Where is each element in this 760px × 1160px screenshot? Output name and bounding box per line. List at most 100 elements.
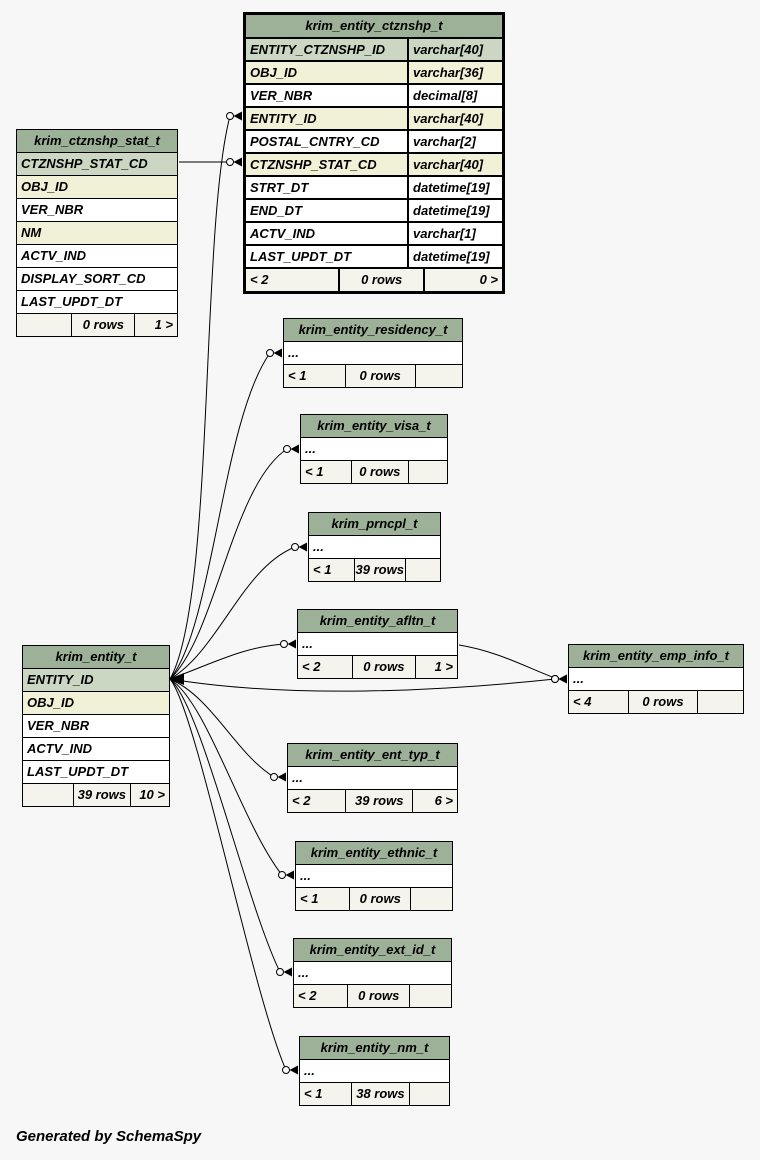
column-name: LAST_UPDT_DT xyxy=(27,764,129,779)
parents-count: < 2 xyxy=(292,793,311,808)
table-title[interactable]: krim_entity_emp_info_t xyxy=(569,645,743,668)
parents-count: < 2 xyxy=(302,659,321,674)
row-count: 38 rows xyxy=(350,1083,411,1105)
parents-count: < 1 xyxy=(313,562,332,577)
column-type: varchar[40] xyxy=(407,154,502,175)
table-title[interactable]: krim_entity_afltn_t xyxy=(298,610,457,633)
column-name: VER_NBR xyxy=(21,202,84,217)
parents-count: < 1 xyxy=(304,1086,323,1101)
column-name: POSTAL_CNTRY_CD xyxy=(250,134,380,149)
table-title[interactable]: krim_entity_ent_typ_t xyxy=(288,744,457,767)
column-name: ENTITY_ID xyxy=(27,672,94,687)
table-title[interactable]: krim_entity_ctznshp_t xyxy=(246,15,502,39)
nullable-circle-icon xyxy=(266,349,274,357)
fk-arrow-icon xyxy=(277,772,286,782)
nullable-circle-icon xyxy=(551,675,559,683)
column-type: varchar[2] xyxy=(407,131,502,152)
column-row-ellipsis: ... xyxy=(294,962,451,985)
nullable-circle-icon xyxy=(283,445,291,453)
children-count xyxy=(410,985,451,1007)
column-row-ellipsis: ... xyxy=(296,865,452,888)
column-row-postal_cntry_cd: POSTAL_CNTRY_CD varchar[2] xyxy=(246,131,502,154)
relationship-line-krim_entity_t.ENTITY_ID-to-krim_prncpl_t xyxy=(169,546,296,680)
parents-count: < 1 xyxy=(305,464,324,479)
children-count xyxy=(698,691,743,713)
column-name: ... xyxy=(292,770,303,785)
column-name: OBJ_ID xyxy=(27,695,74,710)
column-type: varchar[40] xyxy=(407,108,502,129)
nullable-circle-icon xyxy=(226,112,234,120)
table-title[interactable]: krim_entity_residency_t xyxy=(284,319,462,342)
nullable-circle-icon xyxy=(278,871,286,879)
relationship-line-krim_entity_t.ENTITY_ID-to-krim_entity_ethnic_t xyxy=(169,678,283,876)
row-count: 0 rows xyxy=(71,314,136,336)
table-title[interactable]: krim_entity_t xyxy=(23,646,169,669)
column-name: ... xyxy=(304,1063,315,1078)
table-title[interactable]: krim_prncpl_t xyxy=(309,513,440,536)
nullable-circle-icon xyxy=(270,773,278,781)
row-count: 0 rows xyxy=(349,888,412,910)
table-title[interactable]: krim_entity_ethnic_t xyxy=(296,842,452,865)
children-count: 0 > xyxy=(479,272,498,287)
column-row-entity_id: ENTITY_ID xyxy=(23,669,169,692)
column-name: DISPLAY_SORT_CD xyxy=(21,271,146,286)
parents-count xyxy=(23,784,73,806)
column-name: LAST_UPDT_DT xyxy=(250,249,352,264)
column-row-last_updt_dt: LAST_UPDT_DT xyxy=(17,291,177,314)
relationship-line-krim_entity_t.ENTITY_ID-to-krim_entity_visa_t xyxy=(169,448,288,680)
table-krim_entity_nm_t[interactable]: krim_entity_nm_t... < 1 38 rows xyxy=(299,1036,450,1106)
table-title[interactable]: krim_entity_ext_id_t xyxy=(294,939,451,962)
relationship-line-krim_entity_t.ENTITY_ID-to-krim_entity_ent_typ_t xyxy=(169,678,275,778)
fk-arrow-icon xyxy=(558,674,567,684)
column-name: ... xyxy=(300,868,311,883)
column-row-ellipsis: ... xyxy=(298,633,457,656)
nullable-circle-icon xyxy=(280,640,288,648)
fk-arrow-icon xyxy=(289,1065,298,1075)
column-row-actv_ind: ACTV_IND xyxy=(17,245,177,268)
table-krim_entity_ethnic_t[interactable]: krim_entity_ethnic_t... < 1 0 rows xyxy=(295,841,453,911)
relationship-line-krim_entity_t.ENTITY_ID-to-krim_entity_afltn_t xyxy=(169,643,285,680)
children-count: 10 > xyxy=(139,787,165,802)
parents-count: < 1 xyxy=(300,891,319,906)
relationship-line-krim_entity_t.ENTITY_ID-to-krim_entity_residency_t xyxy=(169,352,271,680)
table-title[interactable]: krim_entity_visa_t xyxy=(301,415,447,438)
column-type: varchar[1] xyxy=(407,223,502,244)
column-row-obj_id: OBJ_ID xyxy=(23,692,169,715)
relationship-line-krim_entity_t.ENTITY_ID-to-krim_entity_emp_info_t xyxy=(169,678,556,692)
parents-count: < 1 xyxy=(288,368,307,383)
children-count xyxy=(411,888,452,910)
fk-arrow-icon xyxy=(298,542,307,552)
table-title[interactable]: krim_entity_nm_t xyxy=(300,1037,449,1060)
fk-arrow-icon xyxy=(283,967,292,977)
children-count xyxy=(409,461,447,483)
relationship-line-krim_entity_t.ENTITY_ID-to-krim_entity_ctznshp_t.ENTITY_ID xyxy=(169,115,231,680)
column-row-ellipsis: ... xyxy=(301,438,447,461)
table-title[interactable]: krim_ctznshp_stat_t xyxy=(17,130,177,153)
column-name: ... xyxy=(298,965,309,980)
column-name: ... xyxy=(313,539,324,554)
column-name: OBJ_ID xyxy=(250,65,297,80)
fk-arrow-icon xyxy=(233,157,242,167)
row-count: 0 rows xyxy=(338,269,426,291)
